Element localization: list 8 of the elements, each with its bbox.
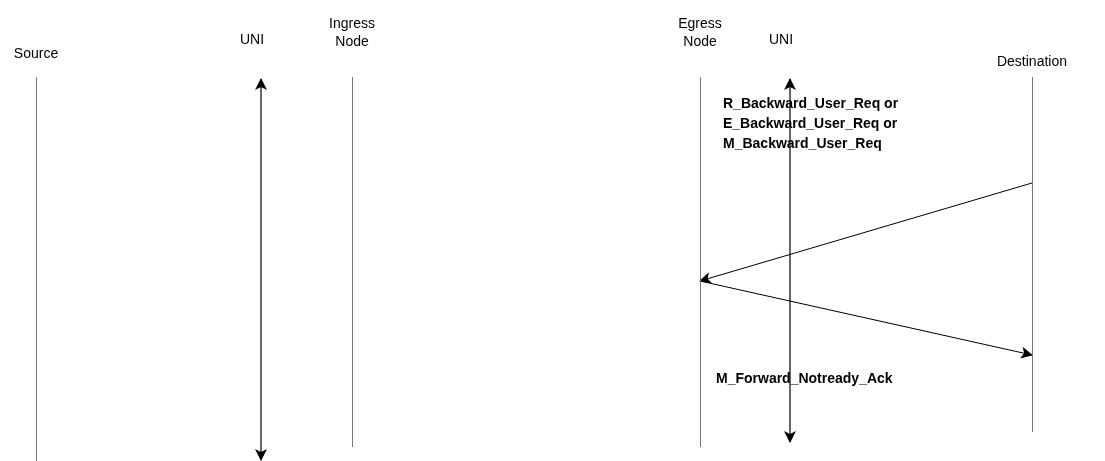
lifeline-label: Destination bbox=[995, 52, 1068, 70]
interface-label: UNI bbox=[240, 30, 265, 48]
lifeline-label: Ingress Node bbox=[328, 14, 376, 50]
message-arrow bbox=[699, 280, 1033, 359]
lifeline-label: Egress Node bbox=[677, 14, 723, 50]
message-arrow bbox=[699, 182, 1033, 284]
lifeline-label: Source bbox=[12, 44, 60, 62]
interface-label: UNI bbox=[769, 30, 794, 48]
